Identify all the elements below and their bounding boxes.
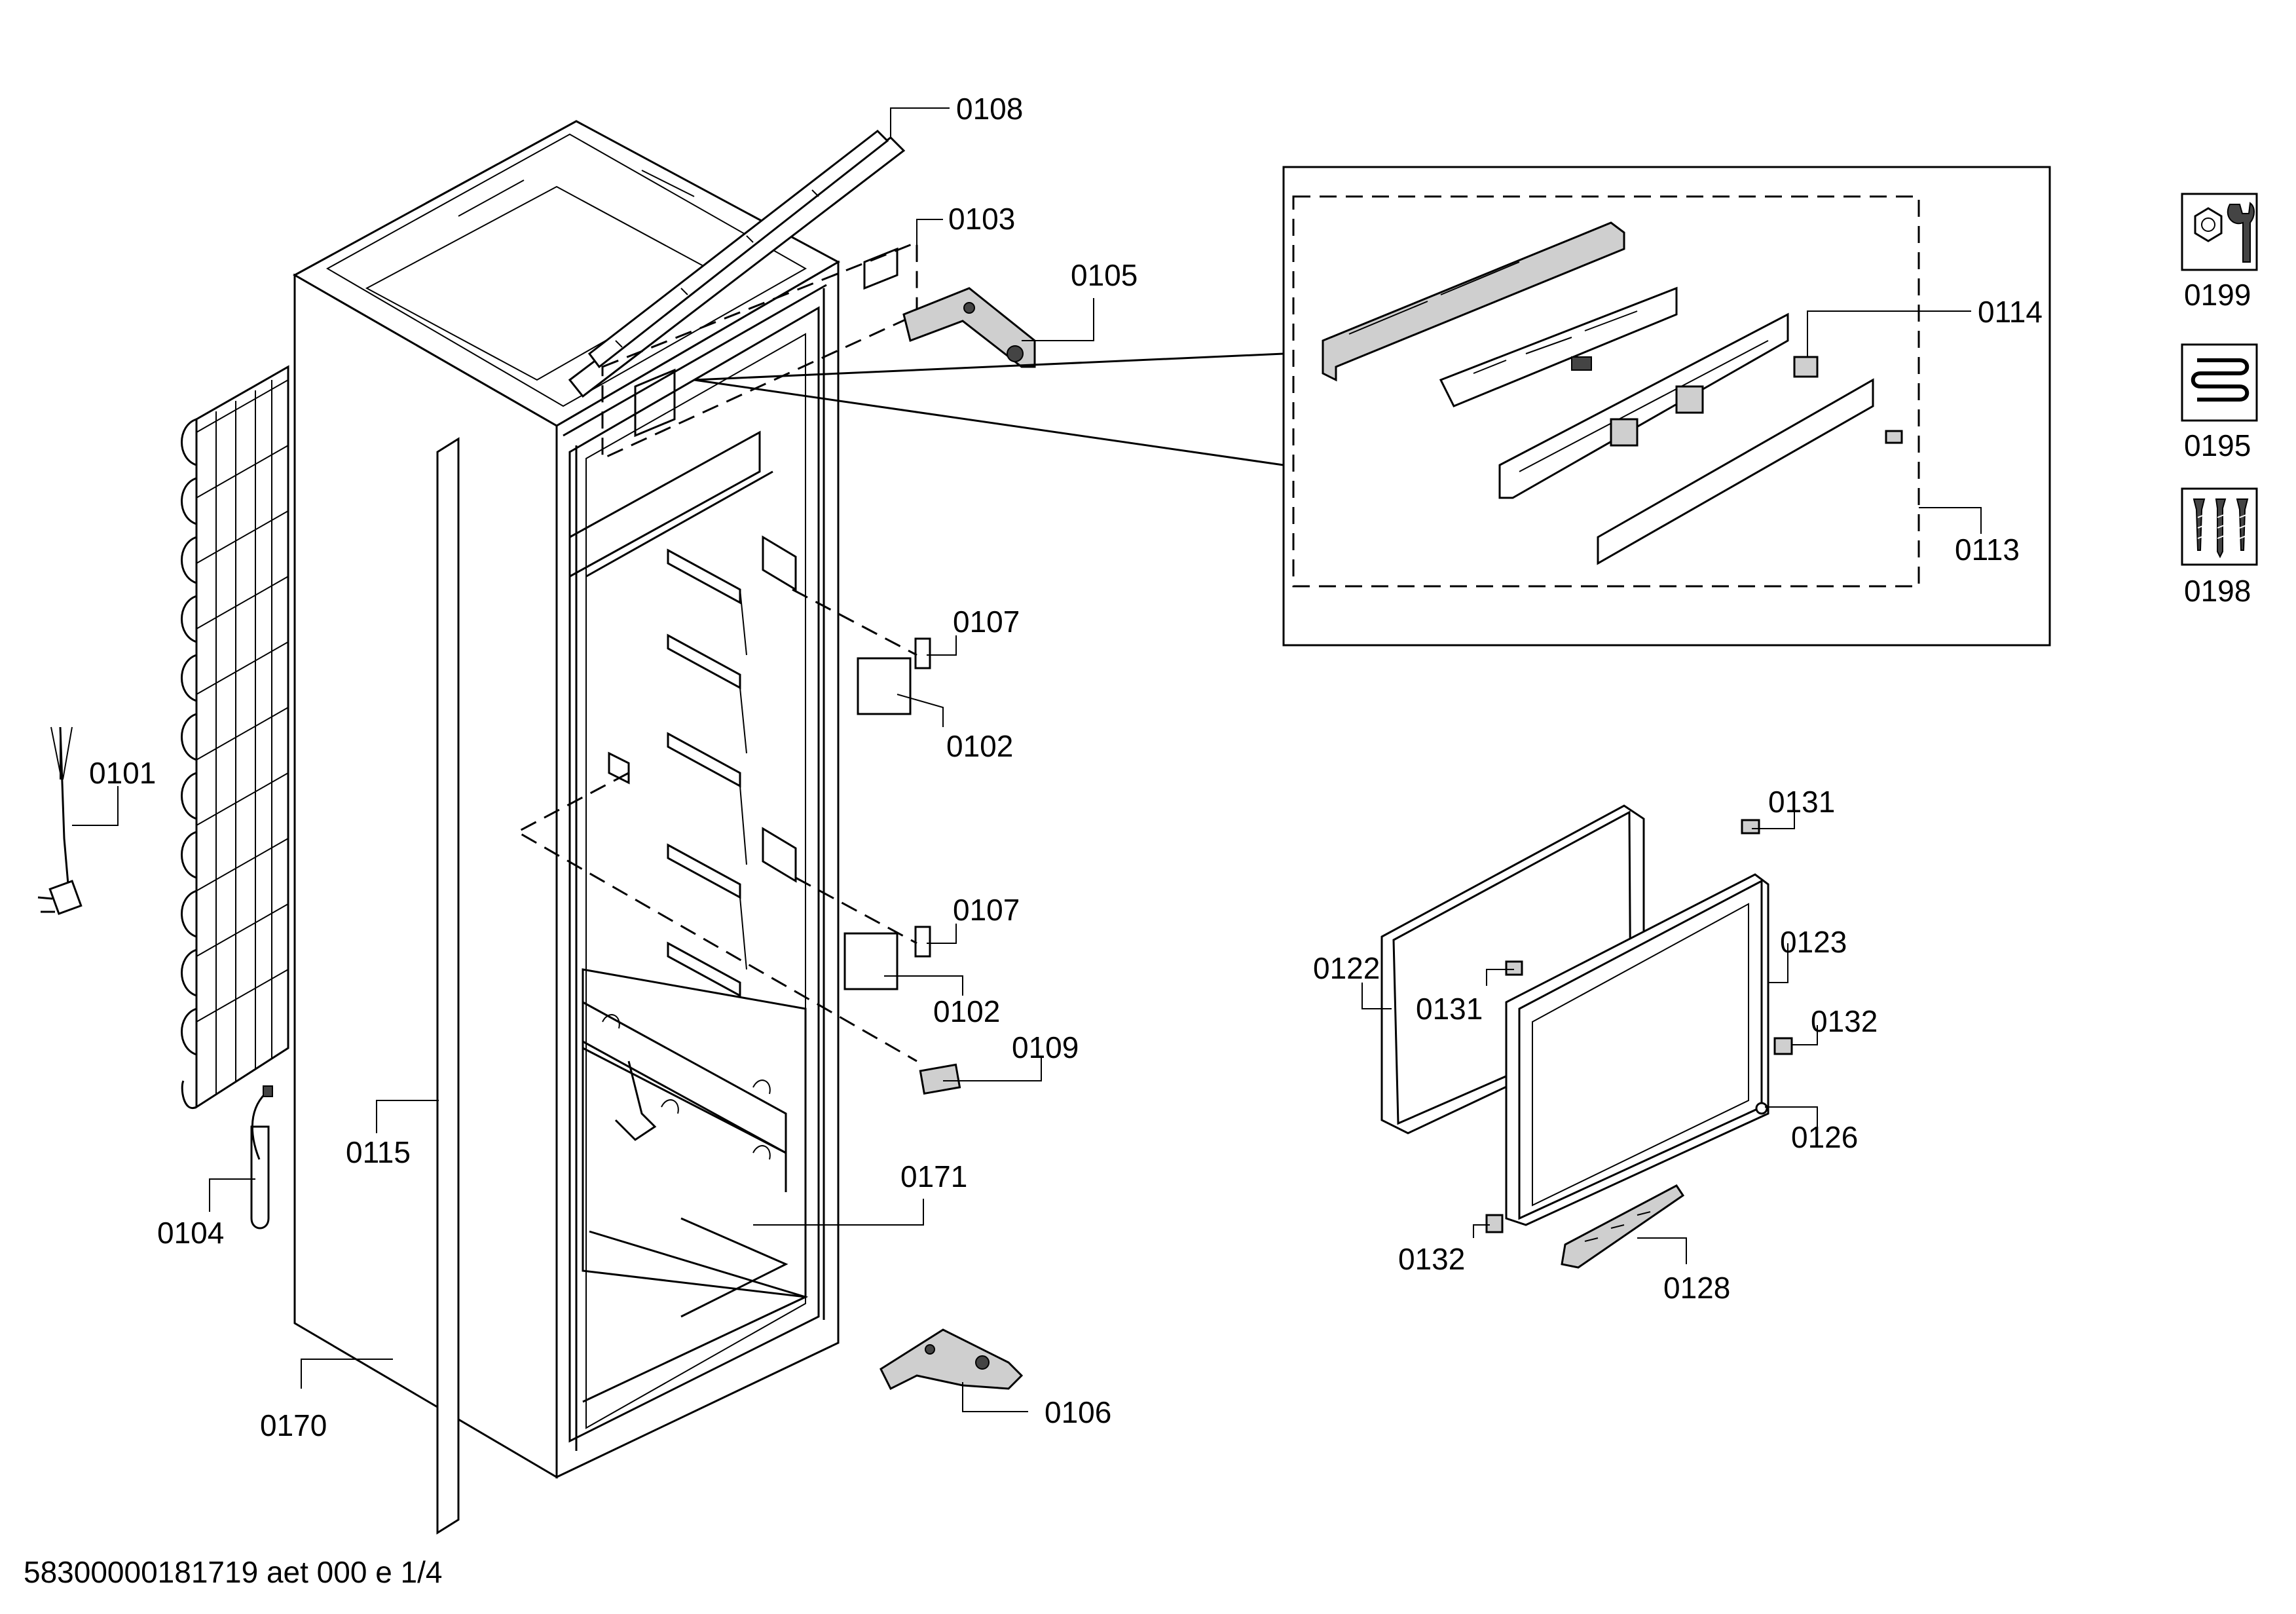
label-0131-top: 0131 <box>1768 785 1835 819</box>
wrench-nut-icon <box>2181 193 2258 271</box>
power-cord <box>37 726 83 915</box>
label-0123: 0123 <box>1780 925 1847 959</box>
label-0170: 0170 <box>260 1408 327 1442</box>
label-0195: 0195 <box>2184 428 2251 462</box>
label-0113: 0113 <box>1955 533 2020 567</box>
cover-panel <box>601 240 918 460</box>
label-0109: 0109 <box>1012 1030 1079 1064</box>
label-0132-bottom: 0132 <box>1398 1242 1465 1276</box>
label-0105: 0105 <box>1071 258 1138 292</box>
label-0114: 0114 <box>1978 295 2043 329</box>
small-parts-upper <box>515 588 931 1062</box>
inset-leaders <box>694 352 1284 466</box>
sensor-part <box>250 1085 273 1229</box>
top-hinge <box>902 287 1036 368</box>
light-part <box>919 1063 961 1095</box>
trim-strip <box>436 437 460 1535</box>
top-rail <box>568 130 906 398</box>
label-0131-lower: 0131 <box>1416 992 1483 1026</box>
label-0108: 0108 <box>956 92 1023 126</box>
label-0198: 0198 <box>2184 574 2251 608</box>
label-0101: 0101 <box>89 756 156 790</box>
label-0102-lower: 0102 <box>933 994 1000 1028</box>
label-0107-upper: 0107 <box>953 605 1020 639</box>
door-small-parts <box>1485 819 1793 1269</box>
label-0171: 0171 <box>900 1159 967 1193</box>
label-0103: 0103 <box>948 202 1015 236</box>
bottom-hinge <box>880 1328 1024 1391</box>
heating-coil-icon <box>2181 343 2258 422</box>
label-0128: 0128 <box>1663 1271 1730 1305</box>
leader-lines <box>72 107 1982 1412</box>
label-0122: 0122 <box>1313 951 1380 985</box>
screws-icon <box>2181 487 2258 566</box>
label-0199: 0199 <box>2184 278 2251 312</box>
label-0102-upper: 0102 <box>946 729 1013 763</box>
part-labels: 0108 0103 0105 0114 0113 0107 0102 0101 … <box>89 92 2043 1442</box>
label-0115: 0115 <box>346 1135 411 1169</box>
cabinet-body <box>292 120 841 1479</box>
label-0132-right: 0132 <box>1811 1004 1878 1038</box>
condenser-coil <box>181 365 289 1110</box>
document-footer: 58300000181719 aet 000 e 1/4 <box>24 1555 443 1589</box>
label-0126: 0126 <box>1791 1120 1858 1154</box>
inset-detail-box <box>1282 166 2051 647</box>
label-0104: 0104 <box>157 1216 224 1250</box>
label-0107-lower: 0107 <box>953 893 1020 927</box>
label-0106: 0106 <box>1045 1395 1111 1429</box>
